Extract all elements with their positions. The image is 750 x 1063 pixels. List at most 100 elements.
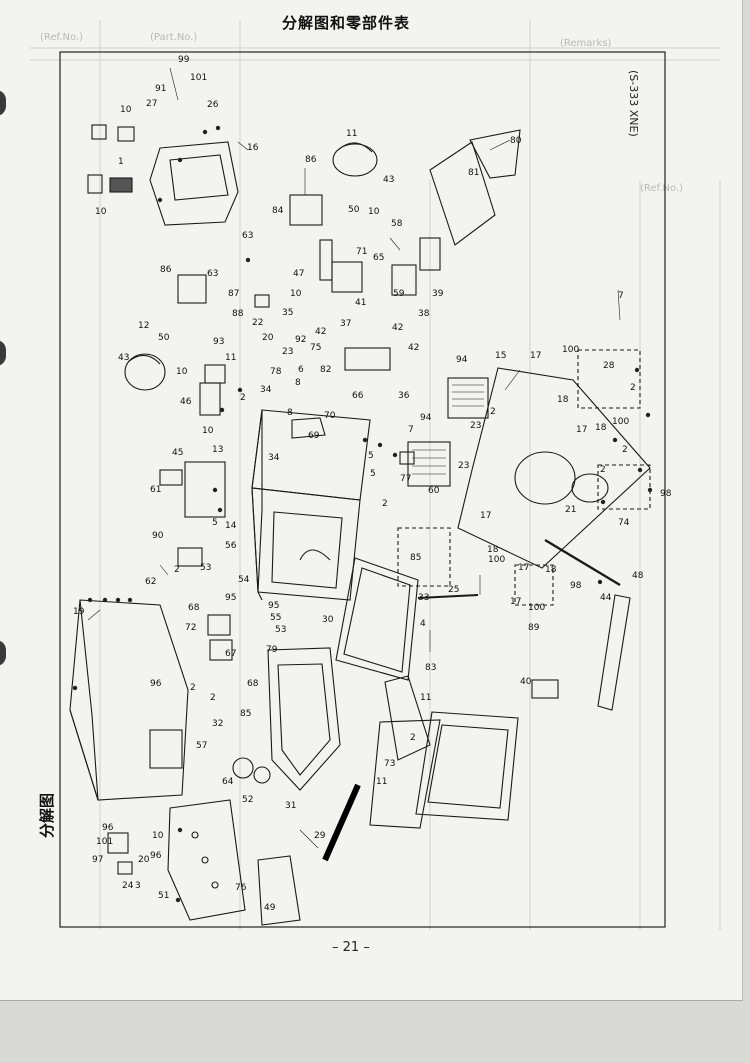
callout: 18 (545, 565, 557, 575)
callout: 39 (432, 289, 444, 299)
callout: 15 (495, 351, 506, 361)
bleed-through-table (30, 20, 721, 930)
callout: 67 (225, 649, 236, 659)
callout: 18 (595, 423, 607, 433)
callout: 2 (240, 393, 246, 403)
callout: 10 (95, 207, 107, 217)
part-11-door-choke (369, 719, 441, 829)
callout: 8 (295, 378, 301, 388)
callout: 2 (490, 407, 496, 417)
callout: 61 (150, 485, 161, 495)
callout: 57 (196, 741, 207, 751)
callout: 24 (122, 881, 134, 891)
callout: 56 (225, 541, 237, 551)
callout: 45 (172, 448, 183, 458)
callout: 100 (488, 555, 505, 565)
callout: 35 (282, 308, 293, 318)
callout: 85 (410, 553, 421, 563)
callout: 19 (73, 607, 85, 617)
part-13-hinge (184, 461, 226, 518)
callout: 96 (150, 679, 162, 689)
callout: 34 (268, 453, 280, 463)
callout: 50 (158, 333, 170, 343)
callout: 4 (420, 619, 426, 629)
part-97-bracket (107, 832, 129, 854)
part-1-bracket (91, 124, 107, 140)
callout: 10 (120, 105, 132, 115)
callout: 87 (228, 289, 239, 299)
section-label: 分解图 (38, 792, 56, 838)
callout: 7 (408, 425, 414, 435)
callout: 50 (348, 205, 360, 215)
callout: 51 (158, 891, 169, 901)
callout: 100 (612, 417, 629, 427)
callout: 69 (308, 431, 320, 441)
callout: 96 (102, 823, 114, 833)
callout: 23 (470, 421, 481, 431)
callout: 95 (268, 601, 279, 611)
callout: 64 (222, 777, 234, 787)
callout: 100 (562, 345, 579, 355)
callout: 11 (420, 693, 431, 703)
part-30-cavity-front (251, 487, 361, 601)
callout: 34 (260, 385, 272, 395)
callout: 38 (418, 309, 430, 319)
callout: 26 (207, 100, 219, 110)
callout: 10 (176, 367, 188, 377)
callout-numbers: 91 99 101 27 26 10 16 1 10 11 86 43 80 8… (73, 55, 672, 913)
bleed-through-ref-header: (Ref.No.) (40, 32, 84, 43)
callout: 99 (178, 55, 190, 65)
callout: 28 (603, 361, 615, 371)
part-door-panel (415, 711, 519, 821)
callout: 2 (174, 565, 180, 575)
part-29-gasket (322, 783, 361, 862)
part-43-fan (124, 353, 166, 391)
callout: 58 (391, 219, 403, 229)
part-74-bar (597, 594, 631, 711)
callout: 11 (376, 777, 387, 787)
callout: 18 (487, 545, 499, 555)
part-49-bracket (257, 855, 301, 926)
callout: 86 (305, 155, 317, 165)
part-94-magnetron (447, 377, 489, 419)
callout: 68 (188, 603, 200, 613)
callout: 63 (207, 269, 218, 279)
part-40-window (531, 679, 559, 699)
callout: 88 (232, 309, 244, 319)
callout: 17 (518, 563, 529, 573)
callout: 100 (528, 603, 545, 613)
callout: 73 (384, 759, 395, 769)
leader-lines (87, 67, 621, 849)
callout: 68 (247, 679, 259, 689)
callout: 86 (160, 265, 172, 275)
callout: 44 (600, 593, 612, 603)
part-86-transformer (289, 194, 323, 226)
drawing-frame (59, 51, 666, 928)
callout: 7 (618, 291, 624, 301)
part-19-outer-case (69, 599, 189, 801)
callout: 41 (355, 298, 366, 308)
callout: 66 (352, 391, 364, 401)
callout: 55 (270, 613, 281, 623)
callout: 2 (622, 445, 628, 455)
callout: 81 (468, 168, 479, 178)
part-76-control-plate (167, 799, 246, 921)
callout: 42 (315, 327, 326, 337)
callout: 54 (238, 575, 250, 585)
callout: 11 (225, 353, 236, 363)
callout: 101 (190, 73, 207, 83)
callout: 98 (570, 581, 582, 591)
callout: 16 (247, 143, 259, 153)
callout: 71 (356, 247, 367, 257)
callout: 98 (660, 489, 672, 499)
part-36-board (344, 347, 391, 371)
callout: 11 (346, 129, 357, 139)
callout: 94 (420, 413, 432, 423)
callout: 95 (225, 593, 236, 603)
callout: 49 (264, 903, 276, 913)
callout: 21 (565, 505, 576, 515)
callout: 42 (392, 323, 403, 333)
callout: 2 (382, 499, 388, 509)
callout: 47 (293, 269, 304, 279)
page-title: 分解图和零部件表 (282, 14, 411, 32)
